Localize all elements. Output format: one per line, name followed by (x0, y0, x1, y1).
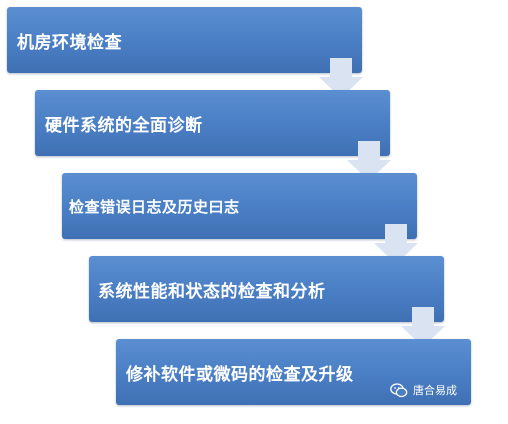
step-4-label: 系统性能和状态的检查和分析 (98, 281, 326, 302)
step-4-box: 系统性能和状态的检查和分析 (89, 256, 444, 322)
step-1-label: 机房环境检查 (17, 32, 122, 53)
step-3-box: 检查错误日志及历史曰志 (62, 173, 417, 239)
step-2-box: 硬件系统的全面诊断 (35, 90, 390, 156)
down-arrow-icon (401, 307, 445, 347)
down-arrow-icon (347, 141, 391, 181)
step-5-box: 修补软件或微码的检查及升级 (116, 339, 471, 405)
step-5-label: 修补软件或微码的检查及升级 (126, 364, 354, 385)
watermark-text: 唐合易成 (413, 384, 457, 397)
step-3-label: 检查错误日志及历史曰志 (69, 197, 240, 216)
step-2-label: 硬件系统的全面诊断 (45, 115, 203, 136)
wechat-icon (390, 382, 408, 397)
down-arrow-icon (319, 58, 363, 98)
step-1-box: 机房环境检查 (7, 7, 362, 73)
watermark: 唐合易成 (390, 382, 457, 398)
down-arrow-icon (374, 224, 418, 264)
